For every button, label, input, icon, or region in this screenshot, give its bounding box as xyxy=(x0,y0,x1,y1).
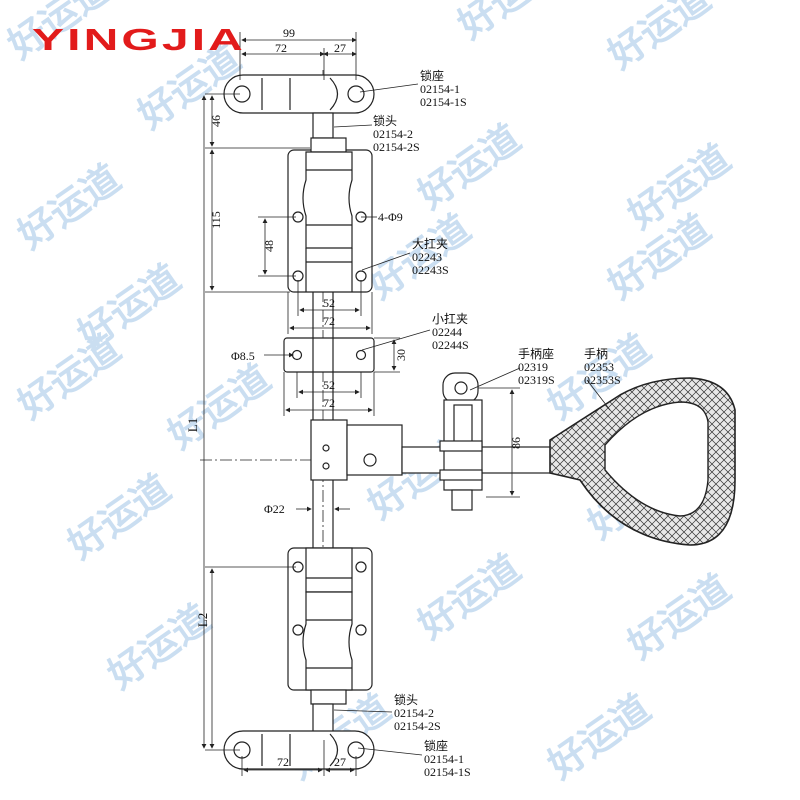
watermark-text: 好运道 xyxy=(410,118,528,218)
label-lock-seat-top-code1: 02154-1 xyxy=(420,82,460,96)
dim-72-c: 72 xyxy=(323,396,335,410)
label-handle-seat-name: 手柄座 xyxy=(518,346,554,361)
small-clamp xyxy=(283,337,375,373)
label-big-clamp-code2: 02243S xyxy=(412,263,449,277)
dim-72-top: 72 xyxy=(275,41,287,55)
label-small-clamp-code1: 02244 xyxy=(432,325,462,339)
label-handle-seat-code1: 02319 xyxy=(518,360,548,374)
triangle-handle-grip xyxy=(549,377,736,546)
dim-52-a: 52 xyxy=(323,296,335,310)
dim-48: 48 xyxy=(262,240,276,252)
label-lock-head-bottom-name: 锁头 xyxy=(394,692,418,707)
label-lock-head-top-name: 锁头 xyxy=(373,113,397,128)
label-handle-code1: 02353 xyxy=(584,360,614,374)
dim-L1: L1 xyxy=(185,418,200,432)
watermark-text: 好运道 xyxy=(10,158,128,258)
dim-99: 99 xyxy=(283,26,295,40)
watermark-text: 好运道 xyxy=(10,328,128,428)
lock-head-top xyxy=(302,137,353,292)
brand-logo: YINGJIA xyxy=(32,22,246,57)
watermark-text: 好运道 xyxy=(620,568,738,668)
lock-seat-bottom xyxy=(223,730,375,770)
label-handle-code2: 02353S xyxy=(584,373,621,387)
label-handle-seat-code2: 02319S xyxy=(518,373,555,387)
label-big-clamp-code1: 02243 xyxy=(412,250,442,264)
dim-72-b: 72 xyxy=(323,314,335,328)
watermark-text: 好运道 xyxy=(600,0,718,78)
dim-52-b: 52 xyxy=(323,378,335,392)
dim-phi-22: Φ22 xyxy=(264,502,285,516)
watermark-text: 好运道 xyxy=(100,598,218,698)
dim-46: 46 xyxy=(209,115,223,127)
label-lock-seat-top-name: 锁座 xyxy=(420,68,444,83)
holes-label: 4-Φ9 xyxy=(378,210,403,224)
label-big-clamp-name: 大扛夹 xyxy=(412,236,448,251)
watermark-text: 好运道 xyxy=(540,688,658,788)
watermark-text: 好运道 xyxy=(410,548,528,648)
dim-27-top: 27 xyxy=(334,41,346,55)
label-lock-head-bottom-code1: 02154-2 xyxy=(394,706,434,720)
handle-seat xyxy=(439,372,483,511)
dim-30: 30 xyxy=(394,349,408,361)
label-lock-head-top-code1: 02154-2 xyxy=(373,127,413,141)
label-handle-name: 手柄 xyxy=(584,347,608,361)
lock-head-bottom xyxy=(302,547,353,705)
label-small-clamp-name: 小扛夹 xyxy=(432,311,468,326)
rod-handle-bracket xyxy=(310,419,403,481)
dim-72-bottom: 72 xyxy=(277,755,289,769)
watermark-text: 好运道 xyxy=(450,0,568,48)
dim-86: 86 xyxy=(509,437,523,449)
label-small-clamp-code2: 02244S xyxy=(432,338,469,352)
label-lock-seat-bottom-code2: 02154-1S xyxy=(424,765,471,779)
label-lock-head-bottom-code2: 02154-2S xyxy=(394,719,441,733)
dim-27-bottom: 27 xyxy=(334,755,346,769)
dim-phi-8-5: Φ8.5 xyxy=(231,349,255,363)
lock-seat-top xyxy=(223,74,375,114)
dim-115: 115 xyxy=(209,211,223,229)
rod-upper-stub xyxy=(312,112,334,139)
label-lock-seat-bottom-code1: 02154-1 xyxy=(424,752,464,766)
label-lock-seat-top-code2: 02154-1S xyxy=(420,95,467,109)
dim-L2: L2 xyxy=(195,613,210,627)
watermark-text: 好运道 xyxy=(160,358,278,458)
watermark-text: 好运道 xyxy=(60,468,178,568)
label-lock-head-top-code2: 02154-2S xyxy=(373,140,420,154)
label-lock-seat-bottom-name: 锁座 xyxy=(424,738,448,753)
